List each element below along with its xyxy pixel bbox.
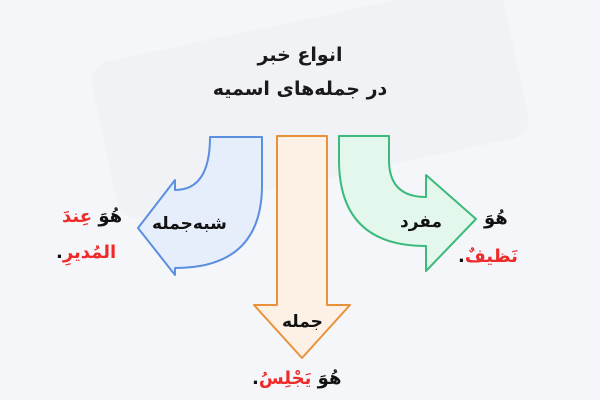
example-highlight: نَظيفٌ <box>464 246 518 267</box>
example-pronoun: هُوَ <box>98 206 123 227</box>
arrow-mufrad <box>338 135 477 272</box>
example-shibh-jumla-line1: هُوَ عِندَ <box>62 206 122 227</box>
example-mufrad-line1: هُوَ <box>484 208 508 229</box>
example-mufrad-line2: نَظيفٌ. <box>458 246 518 267</box>
example-highlight: عِندَ <box>62 206 93 227</box>
arrow-shibh-jumla <box>137 136 263 276</box>
example-shibh-jumla-line2: المُديرِ. <box>56 242 116 263</box>
example-highlight: يَجْلِسُ <box>258 368 312 389</box>
example-pronoun: هُوَ <box>317 368 342 389</box>
label-jumla: جمله <box>282 312 323 332</box>
example-period: . <box>56 242 63 263</box>
example-period: . <box>458 246 465 267</box>
example-pronoun: هُوَ <box>484 208 508 229</box>
diagram-title-line2: در جمله‌های اسمیه <box>212 78 388 100</box>
diagram-title-line1: انواع خبر <box>257 44 343 66</box>
label-shibh-jumla: شبه‌جمله <box>152 214 227 234</box>
arrow-jumla <box>253 135 351 359</box>
watermark-logo <box>91 0 529 219</box>
example-period: . <box>252 368 259 389</box>
label-mufrad: مفرد <box>400 212 443 232</box>
example-highlight: المُديرِ <box>62 242 117 263</box>
example-jumla: هُوَ يَجْلِسُ. <box>252 368 341 389</box>
